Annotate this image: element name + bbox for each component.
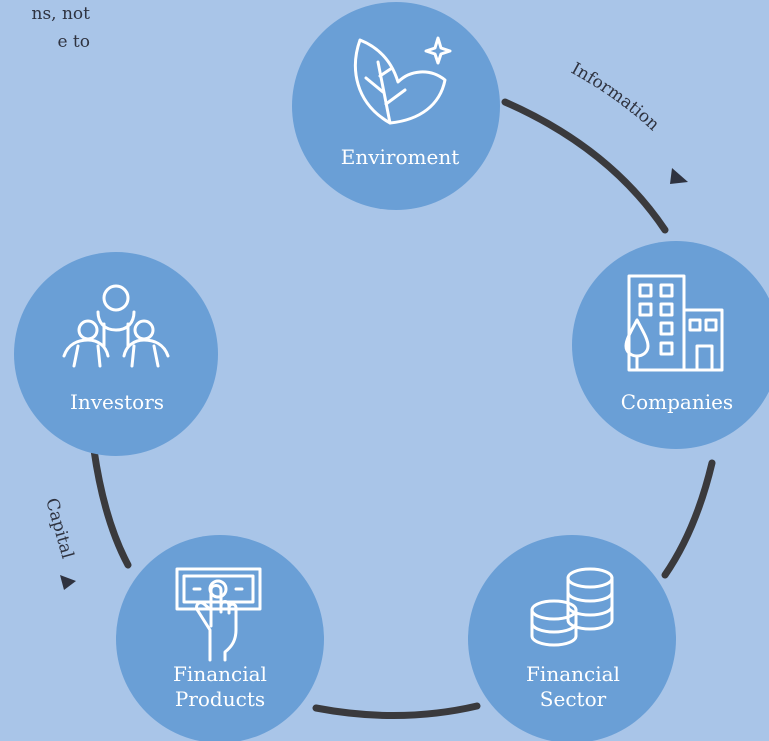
arc-financial-products-investors <box>90 446 132 569</box>
node-investors: Investors <box>14 252 218 456</box>
node-financial-products: Financial Products <box>116 535 324 741</box>
node-label-investors: Investors <box>70 390 164 414</box>
svg-text:Information: Information <box>568 59 663 135</box>
arc-environment-companies <box>501 98 669 234</box>
people-icon <box>62 284 170 368</box>
node-label-environment: Enviroment <box>341 145 460 169</box>
building-icon <box>624 274 724 372</box>
banknote-hand-icon <box>175 567 262 662</box>
node-financial-sector: Financial Sector <box>468 535 676 741</box>
node-label-financial-sector-line2: Sector <box>540 687 607 711</box>
arrow-icon <box>670 168 688 184</box>
arc-financial-sector-financial-products <box>312 702 481 720</box>
node-label-financial-products-line1: Financial <box>173 662 267 686</box>
information-text: Information <box>568 59 663 135</box>
leaf-icon <box>353 36 452 125</box>
node-environment: Enviroment <box>292 2 500 210</box>
node-label-financial-sector-line1: Financial <box>526 662 620 686</box>
flow-label-capital: Capital <box>41 496 77 590</box>
intro-line-2: e to <box>57 32 90 52</box>
coins-icon <box>530 567 614 647</box>
flow-label-information: Information <box>568 59 688 184</box>
arc-companies-financial-sector <box>661 459 716 579</box>
node-companies: Companies <box>572 241 769 449</box>
intro-text-fragment: ns, not e to <box>0 0 91 56</box>
node-label-companies: Companies <box>621 390 733 414</box>
svg-text:Capital: Capital <box>41 496 77 561</box>
intro-line-1: ns, not <box>31 4 91 24</box>
node-label-financial-products-line2: Products <box>175 687 265 711</box>
arrow-icon <box>60 575 76 590</box>
capital-text: Capital <box>41 496 77 561</box>
